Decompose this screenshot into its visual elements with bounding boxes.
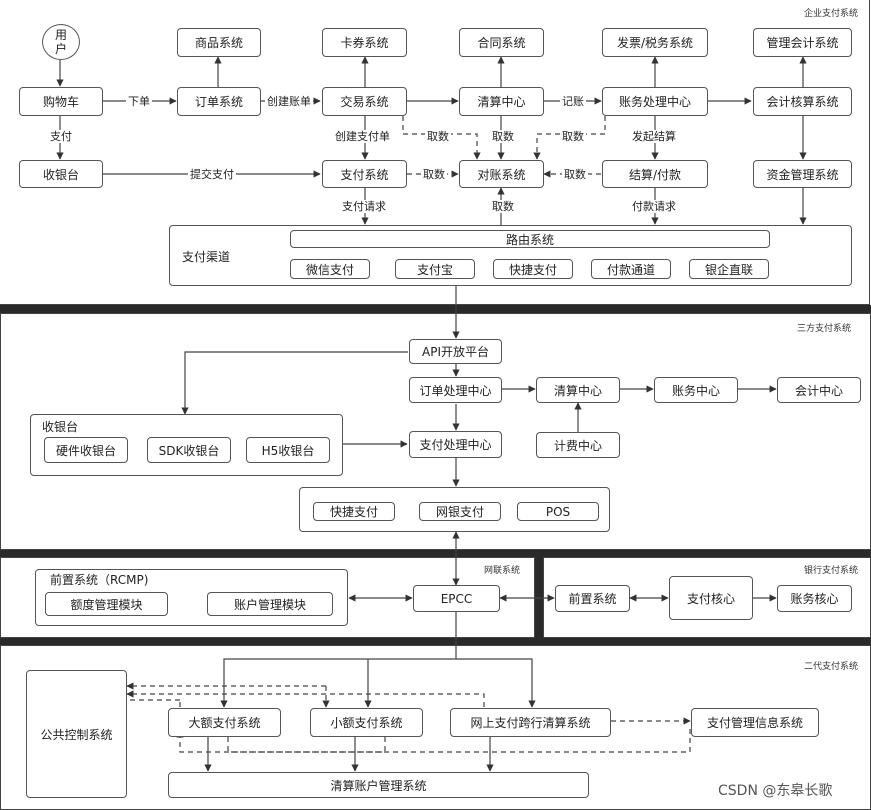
hardware-cashier-node: 硬件收银台: [44, 437, 128, 463]
goods-system-node: 商品系统: [177, 28, 261, 57]
section-title-enterprise: 企业支付系统: [804, 9, 859, 19]
hvps-node: 大额支付系统: [168, 708, 281, 737]
ibps-node: 网上支付跨行清算系统: [450, 708, 611, 737]
coupon-system-node: 卡券系统: [322, 28, 407, 57]
edge-label-pay-request: 支付请求: [340, 200, 388, 213]
funds-mgmt-node: 资金管理系统: [753, 160, 852, 188]
h5-cashier-node: H5收银台: [246, 437, 330, 463]
section-title-unionpay: 网联系统: [484, 566, 521, 576]
tp-cashier-group-label: 收银台: [42, 420, 79, 434]
payment-channel-label: 支付渠道: [182, 250, 231, 264]
trade-system-node: 交易系统: [322, 87, 407, 116]
band-divider-3: [0, 637, 871, 645]
channel-wechat-node: 微信支付: [290, 259, 370, 279]
clearing-center-node: 清算中心: [459, 87, 544, 116]
sdk-cashier-node: SDK收银台: [147, 437, 231, 463]
channel-quickpay-node: 快捷支付: [493, 259, 573, 279]
edge-label-fetch-4: 取数: [421, 168, 447, 181]
cart-node: 购物车: [19, 87, 103, 116]
bank-core-node: 支付核心: [669, 576, 753, 620]
method-pos-node: POS: [517, 502, 599, 521]
edge-label-fetch-2: 取数: [490, 130, 516, 143]
edge-label-payout-request: 付款请求: [630, 200, 678, 213]
edge-label-fetch-1: 取数: [425, 130, 451, 143]
pmis-node: 支付管理信息系统: [691, 708, 819, 737]
reconcile-system-node: 对账系统: [459, 160, 544, 188]
edge-label-fetch-6: 取数: [490, 200, 516, 213]
rcmp-group-label: 前置系统（RCMP): [50, 573, 149, 587]
method-ebank-node: 网银支付: [419, 502, 501, 521]
channel-payout-node: 付款通道: [591, 259, 671, 279]
tp-clearing-node: 清算中心: [536, 377, 620, 403]
tp-accounting-center-node: 会计中心: [777, 377, 861, 403]
edge-label-fetch-5: 取数: [562, 168, 588, 181]
fee-center-node: 计费中心: [536, 432, 620, 458]
edge-label-create-pay-order: 创建支付单: [333, 130, 392, 143]
contract-system-node: 合同系统: [459, 28, 544, 57]
router-system-node: 路由系统: [290, 230, 770, 248]
band-divider-2: [0, 549, 871, 557]
edge-label-create-bill: 创建账单: [265, 95, 313, 108]
order-processing-node: 订单处理中心: [409, 377, 502, 403]
epcc-node: EPCC: [413, 585, 500, 612]
order-system-node: 订单系统: [177, 87, 261, 116]
section-title-thirdparty: 三方支付系统: [797, 324, 852, 334]
watermark: CSDN @东皋长歌: [718, 783, 833, 799]
edge-label-fetch-3: 取数: [560, 130, 586, 143]
pay-processing-node: 支付处理中心: [409, 431, 502, 458]
invoice-system-node: 发票/税务系统: [602, 28, 708, 57]
edge-label-initiate-settle: 发起结算: [630, 130, 678, 143]
bank-account-core-node: 账务核心: [777, 585, 852, 612]
accounting-calc-node: 会计核算系统: [753, 87, 852, 116]
edge-label-pay: 支付: [48, 130, 74, 143]
edge-label-book: 记账: [560, 95, 586, 108]
settlement-account-node: 清算账户管理系统: [168, 772, 589, 798]
quota-module-node: 额度管理模块: [45, 592, 168, 616]
user-node: 用户: [42, 24, 80, 60]
api-platform-node: API开放平台: [409, 339, 502, 364]
section-title-cnaps2: 二代支付系统: [804, 662, 859, 672]
tp-account-center-node: 账务中心: [654, 377, 738, 403]
edge-label-submit-pay: 提交支付: [188, 168, 236, 181]
cashier-node: 收银台: [19, 160, 103, 188]
section-title-bank: 银行支付系统: [804, 566, 859, 576]
band-divider-1: [0, 305, 871, 313]
bank-front-node: 前置系统: [555, 585, 630, 612]
channel-alipay-node: 支付宝: [395, 259, 475, 279]
mgmt-accounting-node: 管理会计系统: [753, 28, 852, 57]
edge-label-place-order: 下单: [126, 95, 152, 108]
channel-bank-direct-node: 银企直联: [689, 259, 769, 279]
settlement-node: 结算/付款: [602, 160, 708, 188]
public-control-node: 公共控制系统: [26, 670, 127, 798]
method-quickpay-node: 快捷支付: [313, 502, 395, 521]
account-module-node: 账户管理模块: [207, 592, 333, 616]
accounting-process-node: 账务处理中心: [602, 87, 708, 116]
beps-node: 小额支付系统: [310, 708, 423, 737]
payment-system-node: 支付系统: [322, 160, 407, 188]
